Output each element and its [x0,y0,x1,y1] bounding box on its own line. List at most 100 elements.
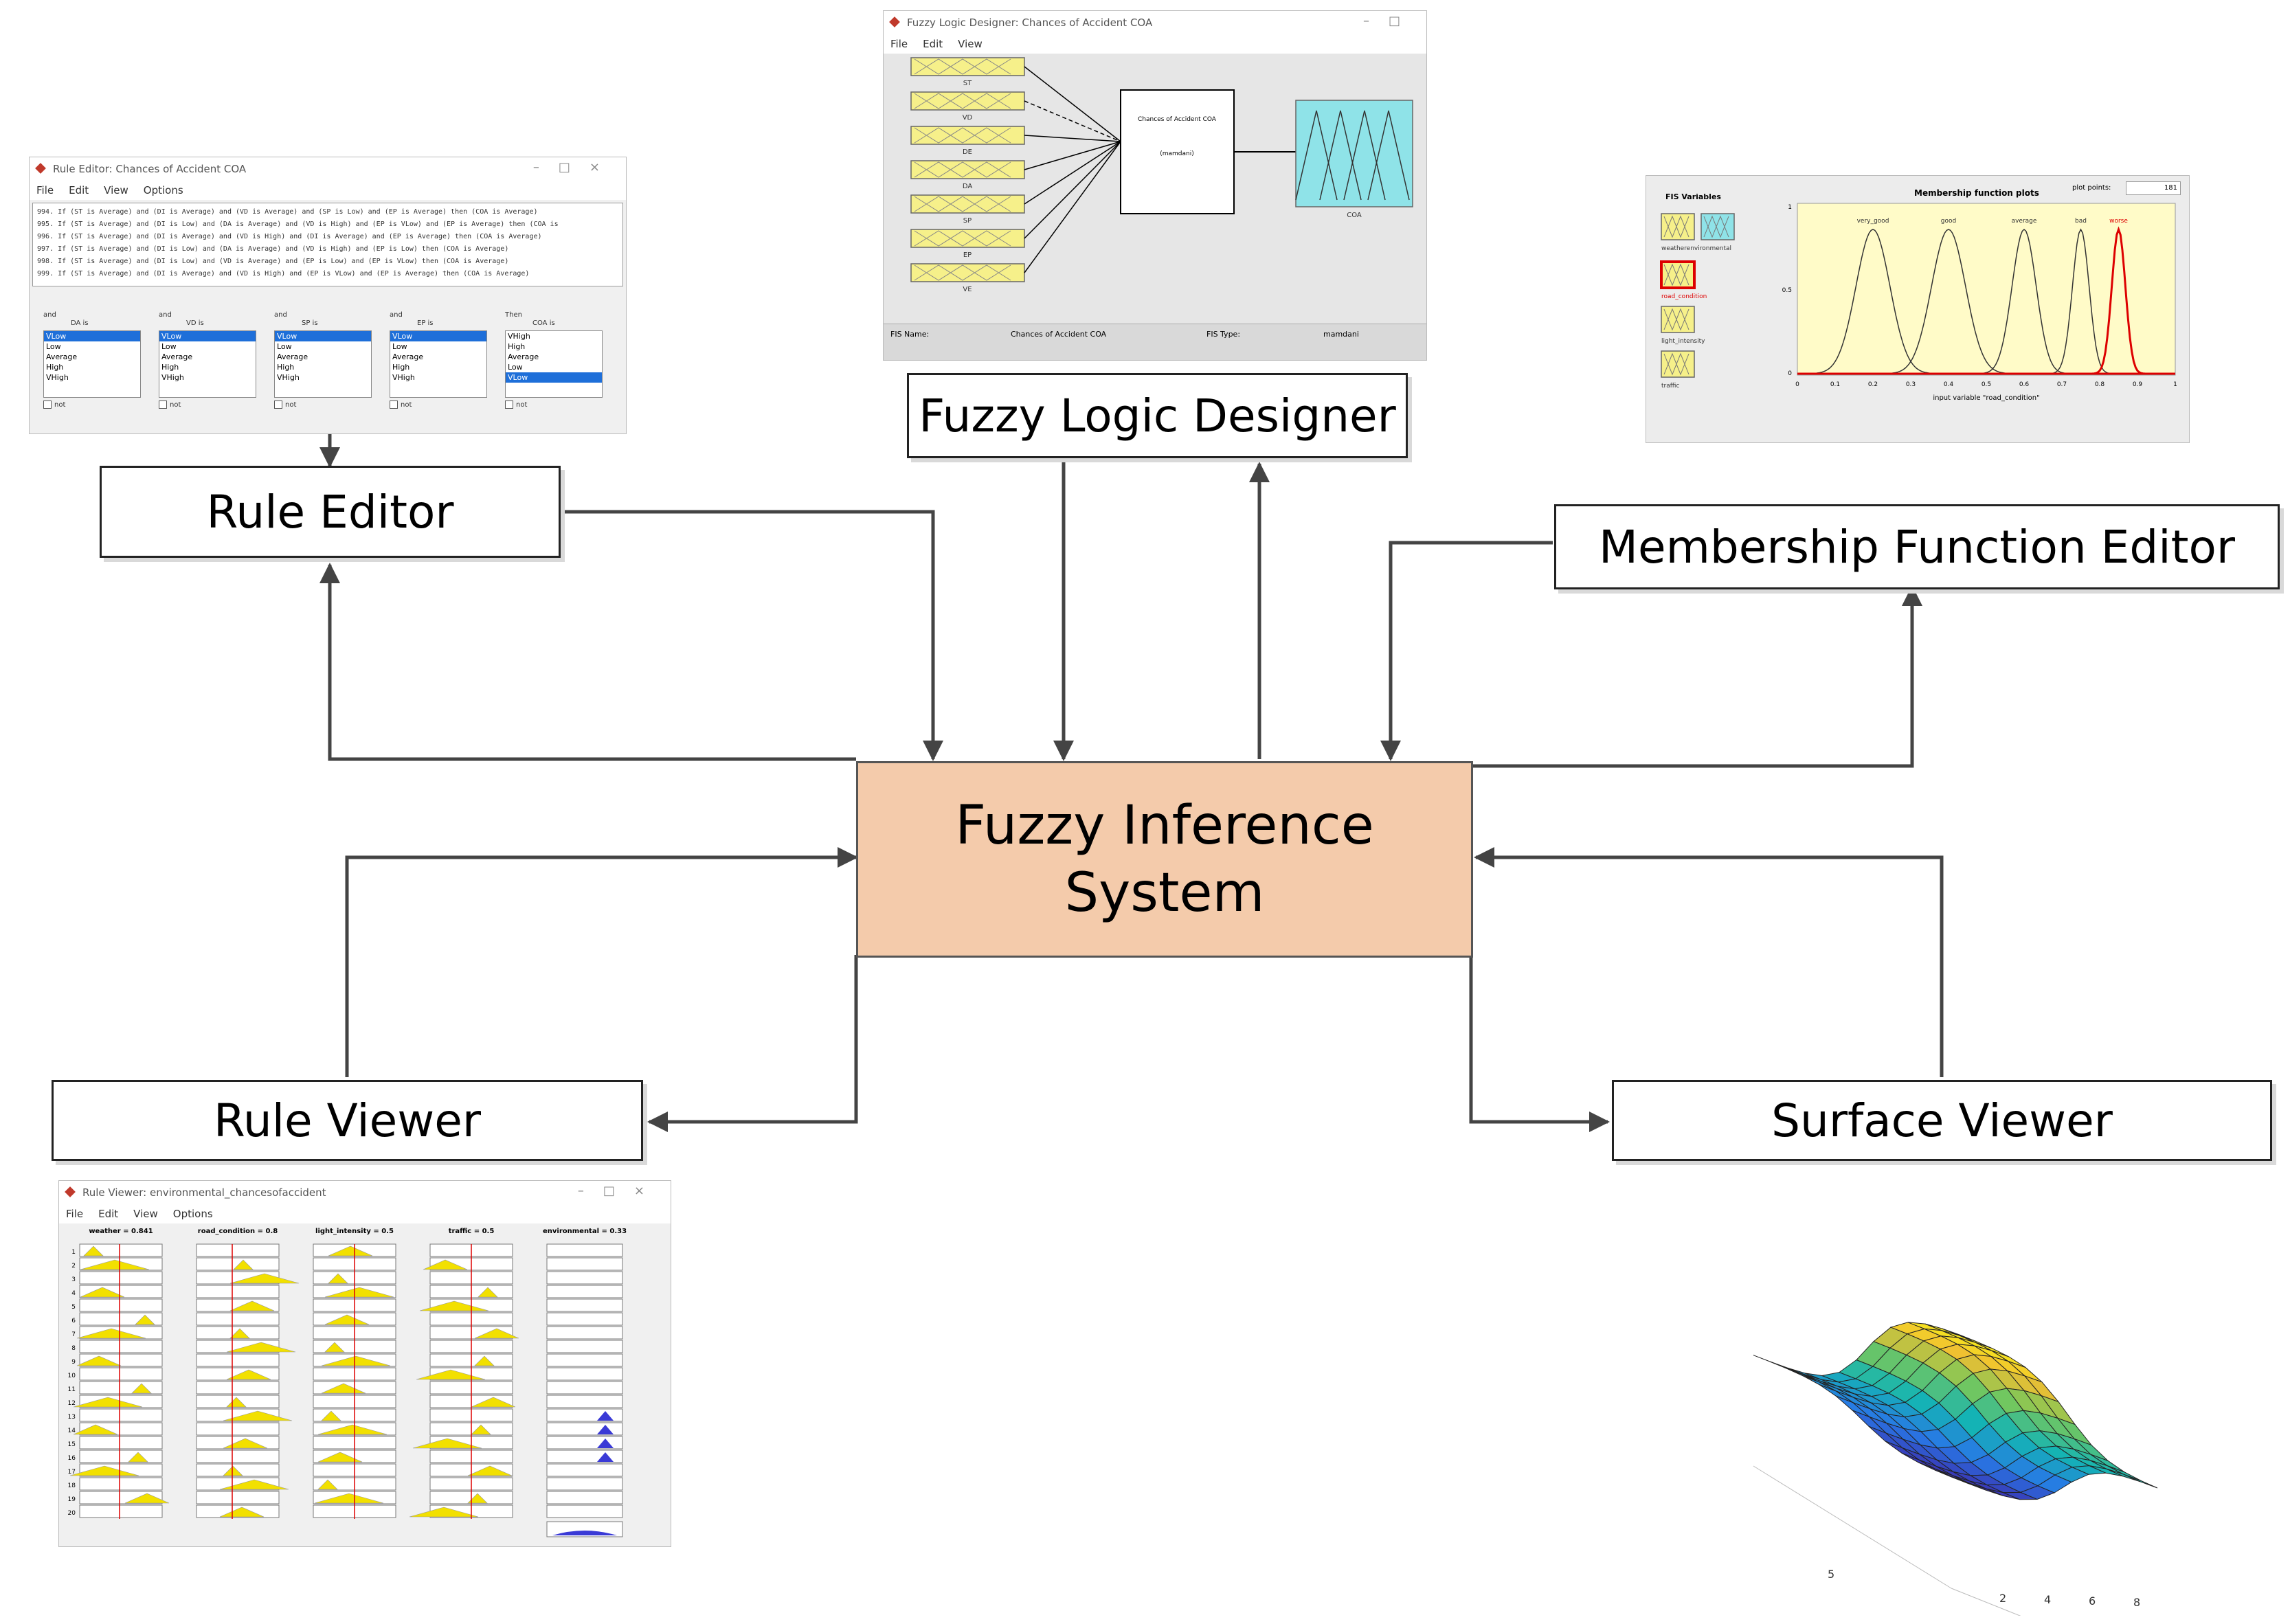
not-checkbox[interactable] [274,401,282,409]
column-variable-label: SP is [302,319,318,327]
listbox-option[interactable]: Average [508,352,539,361]
rv-cell [79,1367,163,1381]
listbox-option[interactable]: Low [161,342,177,351]
fis-type-value: mamdani [1323,330,1359,339]
rv-column-header: environmental = 0.33 [543,1228,627,1235]
window-controls[interactable]: –□ [1362,14,1419,28]
input-connector [1024,135,1121,142]
listbox-option[interactable]: High [46,363,64,372]
rv-fill [76,1355,122,1366]
listbox-option[interactable]: Low [277,342,292,351]
menu-options[interactable]: Options [143,184,183,196]
rule-line[interactable]: 998. If (ST is Average) and (DI is Low) … [37,258,509,265]
listbox-option[interactable]: VLow [390,331,486,341]
listbox-option[interactable]: VLow [159,331,256,341]
rv-fill [229,1273,300,1284]
system-name: Chances of Accident COA [1138,116,1217,123]
listbox-option[interactable]: VLow [44,331,140,341]
listbox-option[interactable]: VLow [506,372,602,383]
listbox-option[interactable]: VHigh [161,373,184,382]
rv-fill [229,1328,250,1339]
output-variable-label: COA [1347,212,1362,219]
menu-file[interactable]: File [66,1208,84,1220]
rule-line[interactable]: 994. If (ST is Average) and (DI is Avera… [37,208,538,216]
rule-line[interactable]: 996. If (ST is Average) and (DI is Avera… [37,233,542,240]
arrow-fis-to-rv [647,955,858,1132]
membership-function-editor-node: Membership Function Editor [1554,504,2280,589]
menu-file[interactable]: File [890,38,908,50]
menu-edit[interactable]: Edit [69,184,89,196]
not-option[interactable]: not [274,401,296,409]
listbox-option[interactable]: Low [508,363,523,372]
not-checkbox[interactable] [43,401,52,409]
rv-cell [546,1491,623,1504]
rv-cell [196,1463,280,1477]
rv-cell [79,1408,163,1422]
menu-view[interactable]: View [958,38,983,50]
rv-cell [546,1312,623,1326]
listbox-option[interactable]: High [508,342,526,351]
menu-edit[interactable]: Edit [923,38,943,50]
plot-points-input[interactable]: 181 [2126,181,2181,195]
rv-cell [546,1326,623,1340]
listbox-option[interactable]: VHigh [277,373,300,382]
listbox-option[interactable]: VHigh [392,373,415,382]
listbox-option[interactable]: Low [46,342,61,351]
input-variable-label: DE [963,148,972,156]
x-tick-label: 0 [1795,381,1799,388]
not-checkbox[interactable] [159,401,167,409]
input-variable-label: VD [963,114,973,122]
rv-row-number: 12 [68,1400,76,1407]
window-controls[interactable]: –□× [577,1184,664,1198]
rv-cell [546,1271,623,1285]
x-tick-label: 0.9 [2133,381,2143,388]
output-mf-icon [1295,110,1338,201]
fld-menubar: File Edit View [884,34,1426,54]
rv-column-header: traffic = 0.5 [449,1228,495,1235]
rv-fill [324,1287,394,1298]
listbox-option[interactable]: VHigh [508,332,530,341]
mf-label: bad [2075,218,2087,225]
listbox-option[interactable]: High [277,363,295,372]
not-checkbox[interactable] [390,401,398,409]
not-option[interactable]: not [390,401,412,409]
listbox-option[interactable]: High [392,363,410,372]
listbox-option[interactable]: Average [277,352,308,361]
rv-fill [467,1493,488,1504]
input-connector [1024,141,1121,273]
x-tick-label: 0.5 [1982,381,1991,388]
rv-fill [471,1397,516,1408]
rule-line[interactable]: 997. If (ST is Average) and (DI is Low) … [37,245,509,253]
menu-options[interactable]: Options [172,1208,213,1220]
fis-variable-label: light_intensity [1661,338,1705,345]
listbox-option[interactable]: Low [392,342,407,351]
listbox-option[interactable]: Average [46,352,78,361]
window-controls[interactable]: –□× [532,160,619,174]
output-mf-icon [1319,110,1362,201]
listbox-option[interactable]: Average [161,352,193,361]
listbox-option[interactable]: High [161,363,179,372]
rule-list[interactable]: 994. If (ST is Average) and (DI is Avera… [32,203,623,286]
arrow-rule-editor-to-fis [560,510,943,761]
rule-line[interactable]: 999. If (ST is Average) and (DI is Avera… [37,270,530,278]
listbox-option[interactable]: Average [392,352,424,361]
menu-view[interactable]: View [104,184,128,196]
rv-row-number: 14 [68,1428,76,1434]
not-option[interactable]: not [159,401,181,409]
not-checkbox[interactable] [505,401,513,409]
not-option[interactable]: not [505,401,527,409]
listbox-option[interactable]: VLow [275,331,371,341]
input-connector [1024,141,1121,205]
menu-view[interactable]: View [133,1208,158,1220]
not-option[interactable]: not [43,401,65,409]
menu-edit[interactable]: Edit [98,1208,119,1220]
rule-line[interactable]: 995. If (ST is Average) and (DI is Low) … [37,221,559,228]
listbox-option[interactable]: VHigh [46,373,69,382]
menu-file[interactable]: File [36,184,54,196]
rv-fill [223,1465,243,1476]
